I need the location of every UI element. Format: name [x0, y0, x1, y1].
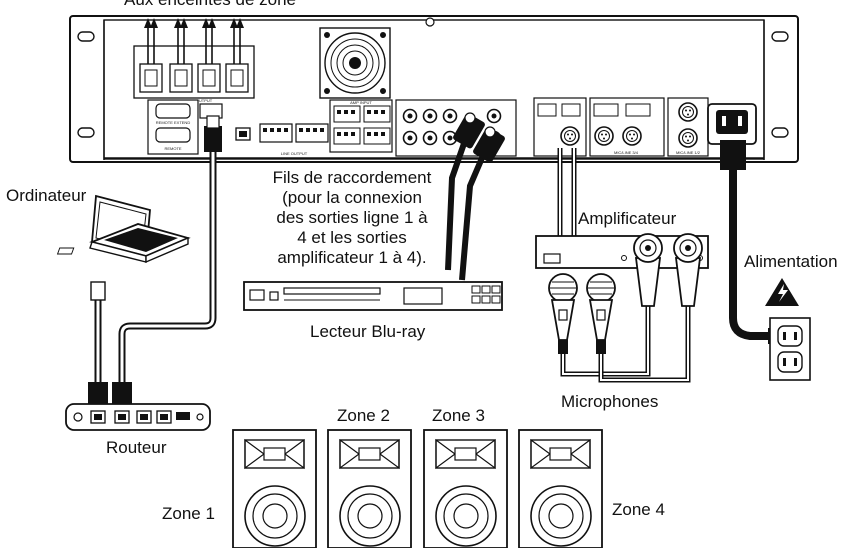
- rack-hole: [77, 127, 95, 138]
- microphones-label: Microphones: [561, 392, 659, 411]
- speaker-terminal: [139, 63, 163, 93]
- rack-hole: [771, 127, 789, 138]
- zone-4-label: Zone 4: [612, 500, 665, 519]
- speaker-wire-arrows: [144, 18, 244, 28]
- zone-1-label: Zone 1: [162, 504, 215, 523]
- patch-cables: [445, 112, 505, 281]
- mic-line-3-4-panel-label: MIC/LINE 3/4: [614, 150, 639, 155]
- zone-3-label: Zone 3: [432, 406, 485, 425]
- db9-port: [155, 127, 191, 143]
- speaker-output-block: SPEAKER OUTPUT: [133, 18, 255, 103]
- microphone: [548, 273, 578, 354]
- bluray-label: Lecteur Blu-ray: [310, 322, 426, 341]
- computer-label: Ordinateur: [6, 186, 87, 205]
- warning-icon: [765, 278, 799, 306]
- speaker-wires: [147, 26, 241, 64]
- network-cable: [118, 115, 222, 382]
- remote-extend-panel-label: REMOTE EXTEND: [156, 120, 191, 125]
- patch-cables-line: Fils de raccordement: [272, 168, 432, 187]
- line-output-panel-label: LINE OUTPUT: [281, 151, 308, 156]
- speaker-terminal: [225, 63, 249, 93]
- speaker-outputs-label: Aux enceintes de zone: [124, 0, 296, 10]
- wall-outlet: [769, 317, 811, 381]
- mic-line-inputs: MIC/LINE 3/4 MIC/LINE 1/2: [533, 97, 709, 157]
- line-output-block: LINE OUTPUT: [259, 123, 329, 156]
- rack-hole: [77, 31, 95, 42]
- patch-cables-line: 4 et les sorties: [297, 228, 407, 247]
- microphone: [586, 273, 616, 354]
- router: [65, 382, 211, 431]
- amp-input-block: AMP INPUT: [329, 99, 393, 153]
- speaker-zone-1: [232, 429, 317, 549]
- power-cable: [720, 140, 782, 344]
- speaker-zone-3: [423, 429, 508, 549]
- remote-extend-block: REMOTE EXTEND REMOTE: [147, 99, 199, 155]
- remote-panel-label: REMOTE: [164, 146, 181, 151]
- speaker-terminal: [197, 63, 221, 93]
- amplifier-label: Amplificateur: [578, 209, 677, 228]
- patch-cables-line: amplificateur 1 à 4).: [277, 248, 427, 267]
- amplifier-cables: [557, 148, 577, 248]
- mic-line-1-2-panel-label: MIC/LINE 1/2: [676, 150, 701, 155]
- speaker-zone-2: [327, 429, 412, 549]
- laptop: [56, 194, 191, 264]
- patch-cables-label: Fils de raccordement (pour la connexion …: [252, 168, 452, 268]
- xlr-plug: [673, 233, 703, 307]
- db9-port: [155, 103, 191, 119]
- rack-hole: [771, 31, 789, 42]
- laptop-network-cable: [90, 281, 106, 382]
- zone-2-label: Zone 2: [337, 406, 390, 425]
- xlr-plug: [633, 233, 663, 307]
- bluray-player: [243, 281, 503, 311]
- cooling-fan: [319, 27, 391, 99]
- amp-input-panel-label: AMP INPUT: [350, 100, 372, 105]
- power-label: Alimentation: [744, 252, 838, 271]
- speaker-terminal: [169, 63, 193, 93]
- microphones: [548, 233, 703, 383]
- terminal-block: [295, 123, 329, 143]
- router-label: Routeur: [106, 438, 167, 457]
- patch-cables-line: des sorties ligne 1 à: [276, 208, 428, 227]
- patch-cables-line: (pour la connexion: [282, 188, 422, 207]
- speaker-zone-4: [518, 429, 603, 549]
- power-inlet: [707, 103, 757, 145]
- terminal-block: [259, 123, 293, 143]
